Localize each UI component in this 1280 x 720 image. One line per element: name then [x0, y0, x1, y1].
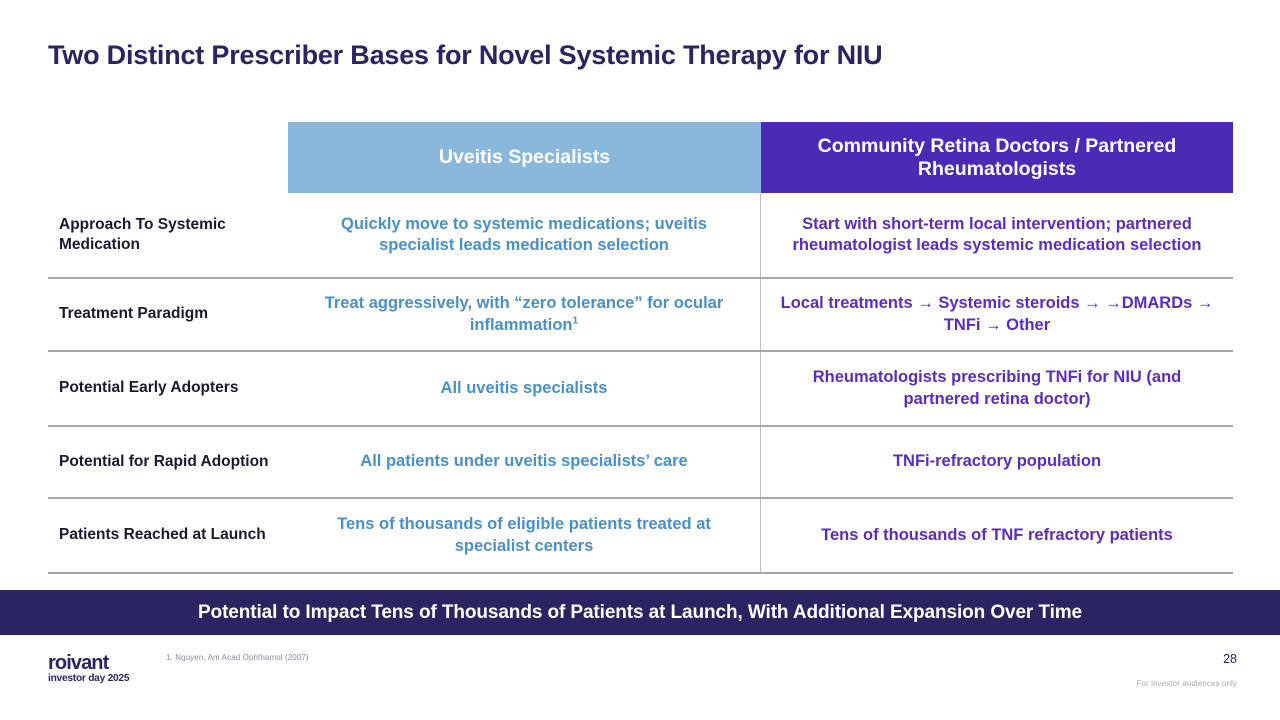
cell-uveitis-early-adopters: All uveitis specialists: [288, 352, 761, 425]
footnote-citation: 1. Nguyen, Am Acad Ophthamol (2007): [166, 653, 309, 662]
table-row: Potential Early Adopters All uveitis spe…: [48, 352, 1233, 427]
cell-retina-patients-reached: Tens of thousands of TNF refractory pati…: [821, 525, 1173, 544]
key-takeaway-text: Potential to Impact Tens of Thousands of…: [197, 601, 1083, 623]
roivant-logo: roivant investor day 2025: [48, 653, 148, 686]
table-header-community-retina-rheumatologists: Community Retina Doctors / Partnered Rhe…: [761, 122, 1233, 193]
row-label-patients-reached-at-launch: Patients Reached at Launch: [59, 526, 266, 544]
cell-retina-rapid-adoption: TNFi-refractory population: [892, 452, 1102, 471]
key-takeaway-banner: Potential to Impact Tens of Thousands of…: [0, 590, 1280, 635]
row-label-treatment-paradigm: Treatment Paradigm: [59, 305, 209, 323]
table-row: Approach To Systemic Medication Quickly …: [48, 193, 1233, 279]
audience-disclaimer: For investor audiences only: [1136, 679, 1237, 688]
cell-uveitis-treatment-paradigm: Treat aggressively, with “zero tolerance…: [288, 279, 761, 350]
cell-uveitis-treatment-paradigm-text: Treat aggressively, with “zero tolerance…: [302, 293, 746, 336]
treatment-paradigm-body: Treat aggressively, with “zero tolerance…: [324, 294, 724, 334]
cell-retina-early-adopters: Rheumatologists prescribing TNFi for NIU…: [812, 368, 1182, 408]
table-row: Potential for Rapid Adoption All patient…: [48, 427, 1233, 499]
cell-retina-treatment-paradigm: Local treatments → Systemic steroids → →…: [780, 294, 1214, 334]
logo-wordmark: roivant: [48, 652, 109, 674]
table-row: Treatment Paradigm Treat aggressively, w…: [48, 279, 1233, 352]
table-row: Patients Reached at Launch Tens of thous…: [48, 499, 1233, 574]
cell-retina-approach: Start with short-term local intervention…: [792, 214, 1202, 254]
page-number: 28: [1223, 652, 1237, 666]
row-label-potential-for-rapid-adoption: Potential for Rapid Adoption: [59, 452, 269, 470]
table-header-label-blank: [48, 122, 288, 193]
row-label-approach-to-systemic-medication: Approach To Systemic Medication: [59, 215, 226, 253]
table-header-uveitis-specialists: Uveitis Specialists: [288, 122, 761, 193]
cell-uveitis-rapid-adoption: All patients under uveitis specialists’ …: [288, 427, 761, 497]
row-label-potential-early-adopters: Potential Early Adopters: [59, 379, 239, 397]
page-title: Two Distinct Prescriber Bases for Novel …: [48, 40, 883, 70]
footnote-marker: 1: [572, 315, 579, 326]
cell-uveitis-approach: Quickly move to systemic medications; uv…: [288, 193, 761, 277]
logo-tagline: investor day 2025: [48, 673, 130, 684]
prescriber-comparison-table: Uveitis Specialists Community Retina Doc…: [48, 122, 1233, 574]
table-header-row: Uveitis Specialists Community Retina Doc…: [48, 122, 1233, 193]
cell-uveitis-patients-reached: Tens of thousands of eligible patients t…: [288, 499, 761, 572]
